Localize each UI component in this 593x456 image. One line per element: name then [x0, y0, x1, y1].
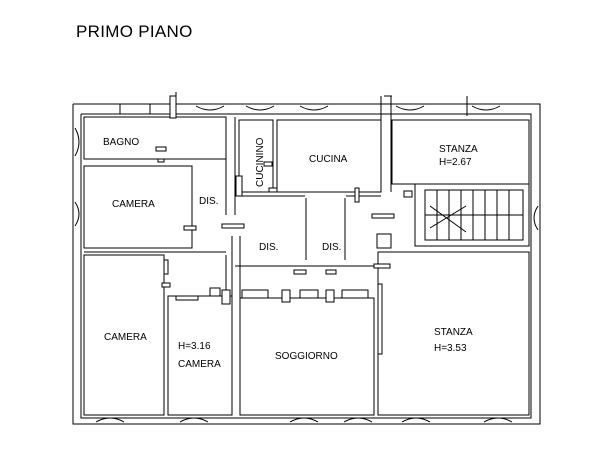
staircase	[424, 189, 524, 241]
label-camera-bottom-mid: CAMERA	[178, 359, 221, 370]
label-dis-left: DIS.	[199, 196, 218, 207]
label-camera-top: CAMERA	[112, 199, 155, 210]
label-stanza-bottom: STANZA	[434, 327, 473, 338]
door-jambs	[155, 95, 413, 355]
wall-marks	[175, 92, 468, 116]
label-cucinino: CUCININO	[255, 137, 266, 187]
label-stanza-top: STANZA	[439, 144, 478, 155]
label-camera-bottom-mid-height: H=3.16	[178, 341, 211, 352]
label-stanza-top-height: H=2.67	[439, 157, 472, 168]
label-camera-bottom-left: CAMERA	[104, 332, 147, 343]
label-soggiorno: SOGGIORNO	[275, 351, 338, 362]
label-bagno: BAGNO	[103, 137, 139, 148]
label-cucina: CUCINA	[309, 154, 348, 165]
interior-walls	[83, 96, 530, 416]
page-title: PRIMO PIANO	[76, 22, 193, 41]
label-stanza-bottom-height: H=3.53	[434, 343, 467, 354]
label-dis-mid: DIS.	[259, 242, 278, 253]
windows	[74, 104, 539, 423]
label-dis-right: DIS.	[322, 242, 341, 253]
